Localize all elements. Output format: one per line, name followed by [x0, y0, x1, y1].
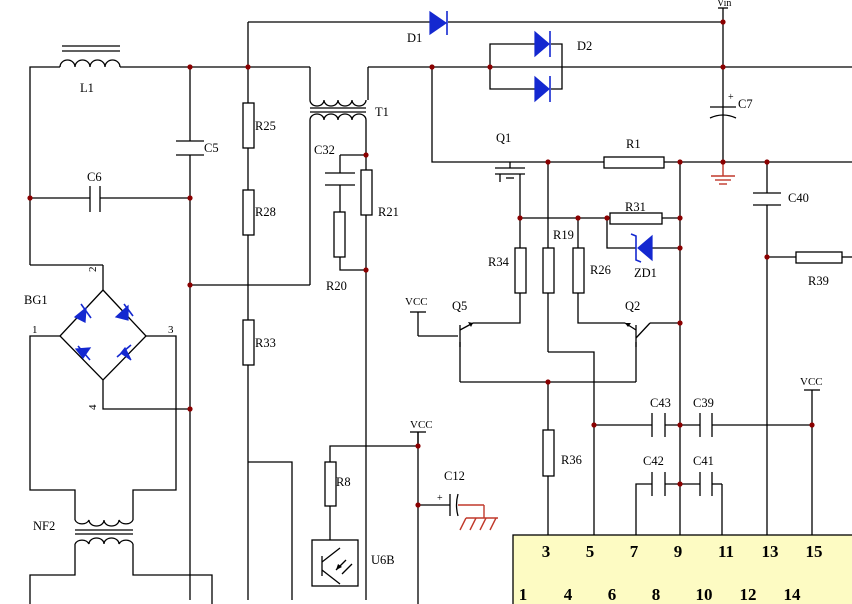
label-U6B: U6B — [371, 553, 395, 567]
label-R36: R36 — [561, 453, 582, 467]
ic-pin-top: 7 — [630, 542, 639, 561]
label-plus-C12: + — [437, 493, 443, 504]
label-C12: C12 — [444, 469, 465, 483]
capacitor-bank — [594, 413, 812, 535]
label-R20: R20 — [326, 279, 347, 293]
label-D2: D2 — [577, 39, 592, 53]
label-C7: C7 — [738, 97, 753, 111]
label-R25: R25 — [255, 119, 276, 133]
resistor-R39 — [767, 251, 852, 264]
label-Vin: Vin — [717, 0, 731, 9]
label-L1: L1 — [80, 81, 94, 95]
ic-pins-bottom: 1 4 6 8 10 12 14 — [519, 585, 801, 604]
ground-symbol — [711, 163, 735, 185]
label-NF2: NF2 — [33, 519, 55, 533]
label-T1: T1 — [375, 105, 389, 119]
top-rail — [247, 7, 728, 600]
R1-line — [545, 156, 852, 169]
optocoupler-U6B — [311, 539, 359, 587]
label-R34: R34 — [488, 255, 510, 269]
mosfet-Q1 — [431, 67, 545, 218]
label-C39: C39 — [693, 396, 714, 410]
ic-pin-top: 11 — [718, 542, 734, 561]
ic-block — [512, 534, 852, 604]
ic-pin-bottom: 12 — [740, 585, 757, 604]
ic-pins-top: 3 5 7 9 11 13 15 — [542, 542, 823, 561]
R31-ZD1-network — [520, 162, 681, 535]
label-bg-pin4: 4 — [87, 404, 99, 410]
capacitor-C12 — [410, 431, 498, 604]
ic-pin-bottom: 4 — [564, 585, 573, 604]
transistor-Q5 — [410, 311, 474, 382]
filter-NF2 — [29, 519, 213, 604]
label-R21: R21 — [378, 205, 399, 219]
label-C43: C43 — [650, 396, 671, 410]
label-plus-C7: + — [728, 92, 734, 103]
label-BG1: BG1 — [24, 293, 48, 307]
label-vcc-q5: VCC — [405, 296, 428, 308]
label-vcc-right: VCC — [800, 376, 823, 388]
label-D1: D1 — [407, 31, 422, 45]
label-R31: R31 — [625, 200, 646, 214]
label-C41: C41 — [693, 454, 714, 468]
label-Q5: Q5 — [452, 299, 467, 313]
resistors-mid — [473, 162, 625, 535]
ic-pin-bottom: 1 — [519, 585, 528, 604]
capacitor-C7 — [709, 106, 737, 119]
resistor-R36 — [542, 382, 555, 535]
ic-pin-top: 13 — [762, 542, 779, 561]
diode-D2-pair — [489, 30, 563, 103]
capacitor-C40 — [753, 162, 781, 535]
transformer-T1 — [190, 67, 369, 286]
label-R26: R26 — [590, 263, 611, 277]
vcc-right — [804, 389, 820, 535]
label-C40: C40 — [788, 191, 809, 205]
snubber-network — [325, 155, 373, 600]
label-bg-pin1: 1 — [32, 324, 38, 336]
ic-pin-top: 9 — [674, 542, 683, 561]
ic-pin-top: 15 — [806, 542, 823, 561]
label-ZD1: ZD1 — [634, 266, 657, 280]
label-Q2: Q2 — [625, 299, 640, 313]
label-R39: R39 — [808, 274, 829, 288]
ic-pin-top: 3 — [542, 542, 551, 561]
wires-upper — [29, 45, 852, 600]
ic-pin-bottom: 8 — [652, 585, 661, 604]
label-R19: R19 — [553, 228, 574, 242]
label-bg-pin2: 2 — [87, 267, 99, 273]
diode-D1 — [429, 10, 448, 36]
ic-pin-bottom: 10 — [696, 585, 713, 604]
label-C42: C42 — [643, 454, 664, 468]
bridge-rectifier-BG1 — [29, 265, 190, 520]
ic-pin-top: 5 — [586, 542, 595, 561]
ic-pin-bottom: 14 — [784, 585, 802, 604]
label-vcc-c12: VCC — [410, 419, 433, 431]
label-R33: R33 — [255, 336, 276, 350]
label-C32: C32 — [314, 143, 335, 157]
label-C6: C6 — [87, 170, 102, 184]
label-R1: R1 — [626, 137, 641, 151]
label-R8: R8 — [336, 475, 351, 489]
ic-pin-bottom: 6 — [608, 585, 617, 604]
resistor-string-left — [242, 102, 293, 600]
component-labels: D1 Vin D2 + C7 L1 T1 C5 C6 R25 R28 R33 C… — [24, 0, 829, 567]
label-R28: R28 — [255, 205, 276, 219]
label-bg-pin3: 3 — [168, 324, 174, 336]
junction-dots — [27, 19, 815, 508]
label-Q1: Q1 — [496, 131, 511, 145]
label-C5: C5 — [204, 141, 219, 155]
